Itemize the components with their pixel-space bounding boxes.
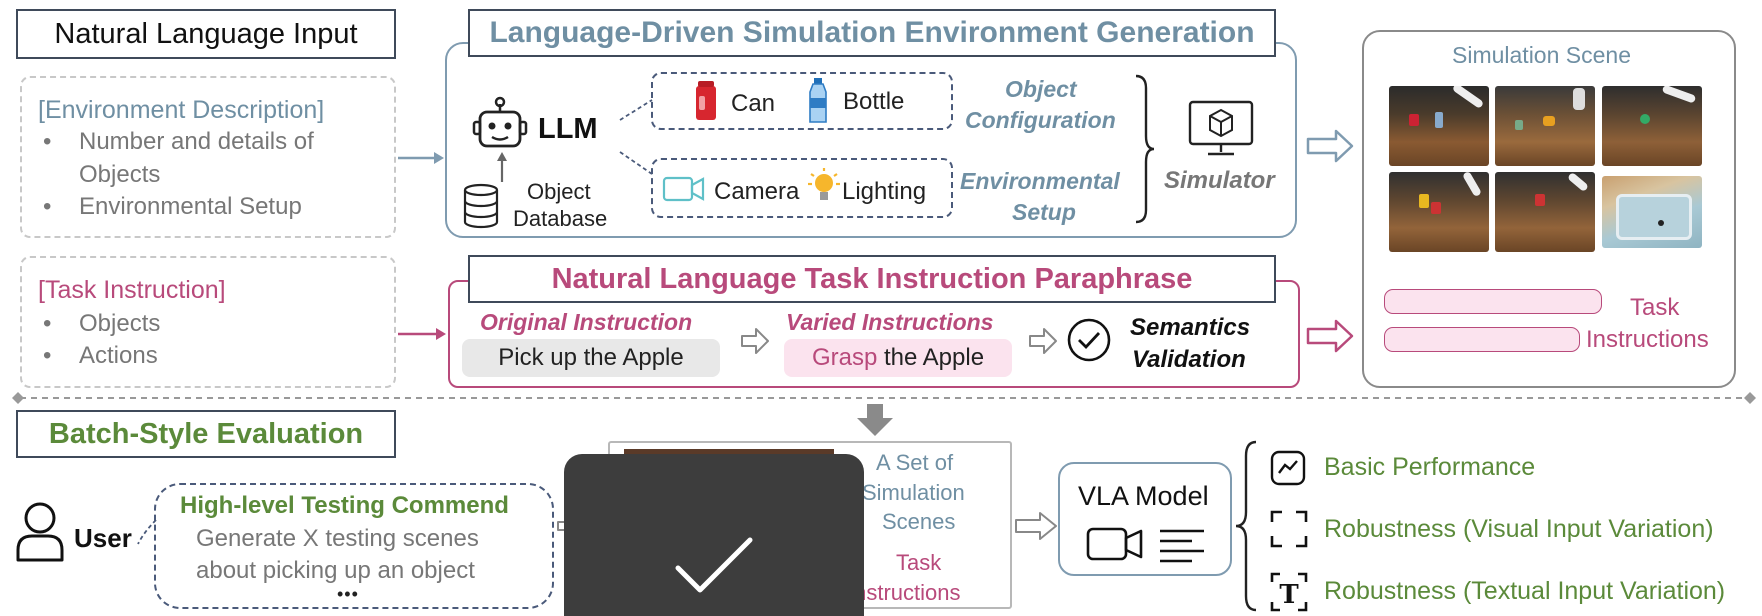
arrow-task-to-paraphrase bbox=[398, 328, 446, 340]
svg-text:T: T bbox=[1279, 580, 1299, 610]
hollow-arrow-2 bbox=[1029, 328, 1057, 354]
bottle-label: Bottle bbox=[843, 88, 905, 115]
testing-command-title: High-level Testing Commend bbox=[180, 492, 509, 519]
env-setup-label-1: Environmental bbox=[960, 168, 1120, 194]
brace bbox=[1135, 74, 1155, 224]
arrow-to-scene bbox=[1306, 129, 1354, 163]
scene-thumbnail-6 bbox=[1602, 176, 1702, 248]
hollow-arrow-1 bbox=[741, 328, 769, 354]
original-instruction-chip: Pick up the Apple bbox=[462, 339, 720, 377]
scene-set-label-3: Scenes bbox=[882, 509, 956, 534]
task-instruction-bar-1 bbox=[1384, 289, 1602, 314]
testing-command-line1: Generate X testing scenes bbox=[196, 525, 479, 552]
task-item-2: Actions bbox=[43, 342, 158, 370]
varied-instructions-label: Varied Instructions bbox=[786, 309, 994, 335]
simulation-scene-panel bbox=[1362, 30, 1736, 388]
testing-command-bubble bbox=[154, 483, 554, 609]
simulator-label: Simulator bbox=[1164, 167, 1275, 194]
metric-basic-performance: Basic Performance bbox=[1324, 453, 1536, 481]
can-label: Can bbox=[731, 90, 776, 117]
scene-set-label-1: A Set of bbox=[876, 450, 954, 475]
object-config-box bbox=[651, 72, 953, 130]
set-task-label-1: Task bbox=[896, 550, 942, 575]
semantics-label-2: Validation bbox=[1132, 346, 1246, 373]
varied-instruction-rest: the Apple bbox=[877, 344, 985, 371]
natural-language-input-label: Natural Language Input bbox=[54, 17, 358, 50]
env-item-1-cont: Objects bbox=[79, 161, 161, 188]
arrow-env-to-gen bbox=[398, 152, 444, 164]
checkmark-circle-icon bbox=[1067, 318, 1111, 362]
env-setup-label-2: Setup bbox=[1012, 199, 1076, 225]
set-task-label-2: Instructions bbox=[848, 580, 961, 605]
metric-visual-robustness: Robustness (Visual Input Variation) bbox=[1324, 515, 1714, 543]
checkmark-icon bbox=[675, 537, 753, 593]
env-item-2: Environmental Setup bbox=[43, 193, 302, 221]
object-config-label-1: Object bbox=[1005, 76, 1077, 102]
task-item-1: Objects bbox=[43, 310, 161, 338]
section-separator bbox=[12, 392, 1756, 404]
object-config-label-2: Configuration bbox=[965, 107, 1116, 133]
text-lines-icon bbox=[1160, 529, 1204, 563]
text-t-icon: T bbox=[1270, 572, 1308, 612]
natural-language-input-title: Natural Language Input bbox=[16, 9, 396, 59]
camera-label: Camera bbox=[714, 178, 800, 205]
scene-thumbnail-2 bbox=[1495, 86, 1595, 166]
scene-thumbnail-4 bbox=[1389, 172, 1489, 252]
testing-command-line2: about picking up an object bbox=[196, 557, 475, 584]
scene-set-label-2: Simulation bbox=[862, 480, 965, 505]
environment-description-header: [Environment Description] bbox=[38, 96, 325, 124]
db-to-llm-arrow bbox=[497, 152, 507, 182]
lightbulb-icon bbox=[808, 168, 840, 200]
metrics-brace bbox=[1235, 440, 1257, 612]
simulator-icon bbox=[1188, 100, 1254, 156]
completion-overlay[interactable] bbox=[564, 454, 864, 616]
testing-command-more: ••• bbox=[337, 584, 359, 604]
llm-connectors bbox=[619, 99, 653, 175]
can-icon bbox=[696, 81, 716, 120]
varied-instruction-verb: Grasp bbox=[811, 344, 878, 371]
environment-description-box bbox=[20, 76, 396, 238]
batch-evaluation-title-box: Batch-Style Evaluation bbox=[16, 410, 396, 458]
scene-thumbnail-5 bbox=[1495, 172, 1595, 252]
task-instruction-header: [Task Instruction] bbox=[38, 276, 226, 304]
scene-task-label-2: Instructions bbox=[1586, 326, 1709, 353]
original-instruction-label: Original Instruction bbox=[480, 309, 693, 335]
task-instruction-box bbox=[20, 256, 396, 388]
env-generation-title-box: Language-Driven Simulation Environment G… bbox=[468, 9, 1276, 57]
arrow-to-task-instructions bbox=[1306, 319, 1354, 353]
original-instruction-text: Pick up the Apple bbox=[498, 344, 684, 371]
object-database-line1: Object bbox=[527, 179, 591, 204]
scene-thumbnail-3 bbox=[1602, 86, 1702, 166]
hollow-arrow-to-vla bbox=[1015, 512, 1057, 540]
task-instruction-bar-2 bbox=[1384, 327, 1580, 352]
bottle-icon bbox=[809, 78, 827, 123]
scene-task-label-1: Task bbox=[1630, 294, 1680, 321]
chart-icon bbox=[1270, 450, 1306, 486]
video-icon bbox=[1086, 527, 1143, 561]
lighting-label: Lighting bbox=[842, 178, 927, 205]
semantics-label-1: Semantics bbox=[1130, 314, 1251, 341]
user-label: User bbox=[74, 523, 132, 553]
database-icon bbox=[463, 183, 499, 229]
metric-textual-robustness: Robustness (Textual Input Variation) bbox=[1324, 577, 1726, 605]
down-arrow bbox=[857, 404, 893, 436]
scene-thumbnail-1 bbox=[1389, 86, 1489, 166]
llm-label: LLM bbox=[538, 113, 598, 145]
robot-icon bbox=[472, 96, 528, 148]
env-setup-box bbox=[651, 158, 953, 218]
env-generation-title: Language-Driven Simulation Environment G… bbox=[489, 16, 1255, 49]
vla-model-label: VLA Model bbox=[1078, 481, 1209, 511]
camera-icon bbox=[662, 176, 705, 202]
varied-instruction-chip: Grasp the Apple bbox=[784, 339, 1012, 377]
simulation-scene-title: Simulation Scene bbox=[1452, 42, 1631, 68]
user-icon bbox=[16, 502, 64, 562]
paraphrase-title-box: Natural Language Task Instruction Paraph… bbox=[468, 255, 1276, 303]
env-item-1: Number and details of bbox=[43, 128, 314, 156]
paraphrase-title: Natural Language Task Instruction Paraph… bbox=[551, 262, 1193, 295]
vla-model-box bbox=[1058, 462, 1232, 576]
focus-frame-icon bbox=[1270, 510, 1308, 548]
batch-evaluation-title: Batch-Style Evaluation bbox=[48, 417, 364, 450]
object-database-line2: Database bbox=[513, 206, 608, 231]
